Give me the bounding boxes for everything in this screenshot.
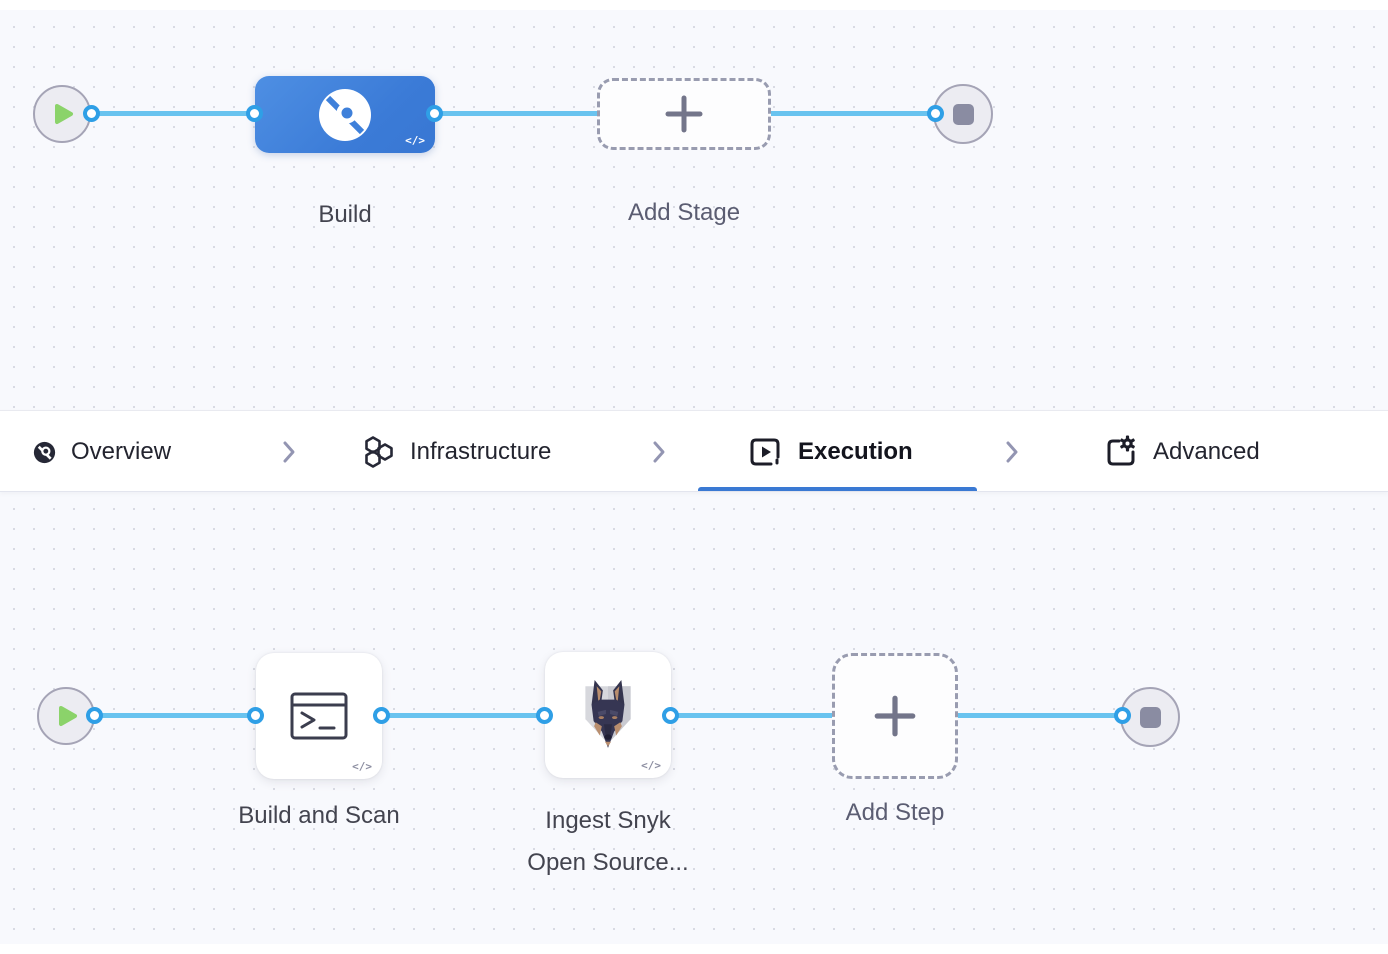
stage-card-build[interactable]: </> bbox=[255, 76, 435, 153]
terminal-icon bbox=[290, 692, 348, 740]
plus-icon bbox=[874, 695, 916, 737]
chevron-right-icon bbox=[651, 411, 667, 493]
port-step-end-in[interactable] bbox=[1114, 707, 1131, 724]
port-step-start-out[interactable] bbox=[86, 707, 103, 724]
stage-label-build: Build bbox=[318, 201, 372, 228]
add-stage-label: Add Stage bbox=[627, 199, 741, 226]
step-label-ingest-snyk: Ingest Snyk Open Source... bbox=[458, 800, 758, 884]
tab-overview-label: Overview bbox=[71, 438, 172, 465]
stop-icon bbox=[1139, 706, 1161, 728]
stage-graph-canvas[interactable] bbox=[0, 10, 1388, 410]
top-panel-edge bbox=[0, 0, 1388, 10]
stage-code-glyph: </> bbox=[405, 134, 425, 147]
ci-build-icon bbox=[319, 88, 371, 141]
port-build-scan-in[interactable] bbox=[247, 707, 264, 724]
tab-advanced-label: Advanced bbox=[1153, 438, 1260, 465]
port-build-in[interactable] bbox=[246, 105, 263, 122]
add-step-button[interactable] bbox=[832, 653, 958, 779]
port-build-out[interactable] bbox=[426, 105, 443, 122]
ci-overview-icon bbox=[33, 441, 56, 463]
add-stage-button[interactable] bbox=[597, 78, 771, 150]
tab-execution-label: Execution bbox=[798, 438, 913, 465]
port-start-out[interactable] bbox=[83, 105, 100, 122]
bottom-panel-edge bbox=[0, 944, 1388, 954]
gear-square-icon bbox=[1107, 435, 1135, 466]
step-code-glyph: </> bbox=[641, 759, 661, 772]
tab-execution[interactable]: Execution bbox=[749, 411, 913, 493]
port-build-scan-out[interactable] bbox=[373, 707, 390, 724]
stage-config-tabbar: Overview Infrastructure bbox=[0, 410, 1388, 492]
step-card-build-and-scan[interactable]: </> bbox=[256, 653, 382, 779]
port-end-in[interactable] bbox=[927, 105, 944, 122]
pipeline-start-node bbox=[33, 85, 91, 143]
stage-edge-line bbox=[92, 111, 936, 116]
port-snyk-in[interactable] bbox=[536, 707, 553, 724]
step-label-line2: Open Source... bbox=[527, 849, 689, 876]
hexagons-icon bbox=[365, 436, 393, 468]
step-card-ingest-snyk[interactable]: </> bbox=[545, 652, 671, 778]
tab-infrastructure-label: Infrastructure bbox=[410, 438, 552, 465]
tab-infrastructure[interactable]: Infrastructure bbox=[363, 411, 551, 493]
chevron-right-icon bbox=[1004, 411, 1020, 493]
snyk-doberman-icon bbox=[585, 680, 631, 748]
play-square-icon bbox=[750, 438, 780, 466]
chevron-right-icon bbox=[281, 411, 297, 493]
step-code-glyph: </> bbox=[352, 760, 372, 773]
active-tab-underline bbox=[698, 487, 977, 491]
plus-icon bbox=[665, 95, 703, 133]
stop-icon bbox=[952, 103, 974, 125]
port-snyk-out[interactable] bbox=[662, 707, 679, 724]
play-icon bbox=[55, 104, 73, 124]
tab-overview[interactable]: Overview bbox=[33, 411, 171, 493]
execution-start-node bbox=[37, 687, 95, 745]
add-step-label: Add Step bbox=[845, 799, 945, 826]
step-label-build-and-scan: Build and Scan bbox=[238, 802, 400, 829]
step-label-line1: Ingest Snyk bbox=[545, 807, 671, 834]
play-icon bbox=[59, 706, 77, 726]
tab-advanced[interactable]: Advanced bbox=[1104, 411, 1260, 493]
